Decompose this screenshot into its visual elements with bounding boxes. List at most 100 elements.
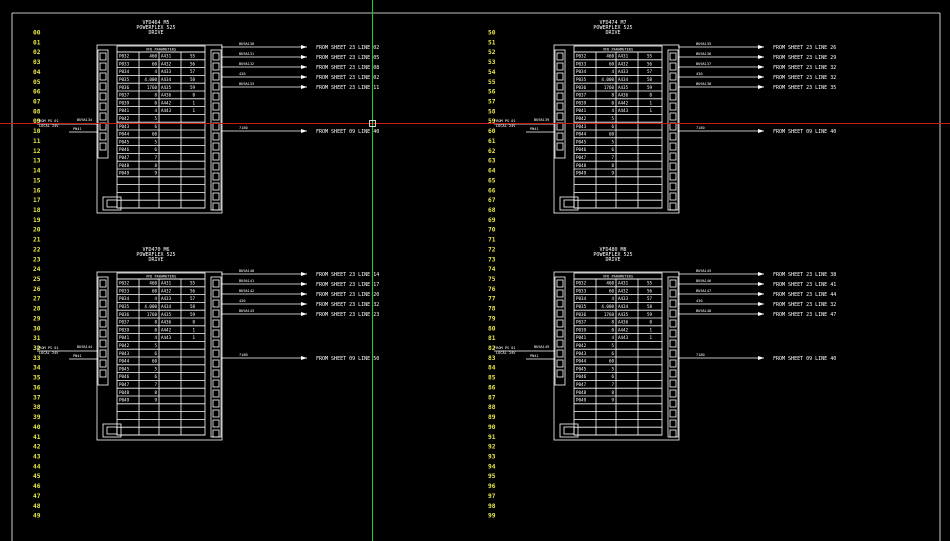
param-value: 6	[154, 351, 157, 356]
line-number: 34	[33, 365, 41, 372]
cross-reference: FROM SHEET 23 LINE 29	[773, 55, 836, 61]
param-code: P037	[119, 93, 130, 98]
param-value: 9	[154, 171, 157, 176]
param-code: P042	[119, 343, 130, 348]
terminal	[99, 289, 107, 298]
param-value: 5	[154, 343, 157, 348]
drive-title: POWERFLEX 525	[136, 25, 175, 31]
line-number: 29	[33, 315, 41, 322]
param-code-2: A436	[161, 320, 172, 325]
param-value-2: 57	[190, 296, 196, 301]
cross-reference: FROM SHEET 23 LINE 32	[316, 302, 379, 308]
terminal	[212, 369, 220, 378]
wire-tag: BU9A144	[77, 345, 92, 349]
wire-arrow	[758, 65, 764, 69]
line-number: 10	[33, 128, 41, 135]
wire-tag: BU9A131	[239, 52, 254, 56]
terminal	[669, 319, 677, 328]
terminal	[99, 62, 107, 71]
cross-reference: FROM SHEET 23 LINE 26	[773, 45, 836, 51]
wire-arrow	[758, 292, 764, 296]
wire-arrow	[758, 129, 764, 133]
param-code-2: A431	[618, 54, 629, 59]
cross-reference: FROM SHEET 23 LINE 08	[316, 65, 379, 71]
line-number: 21	[33, 237, 41, 244]
param-value: 60	[609, 288, 615, 293]
drive-title: VFD474 M7	[599, 20, 626, 26]
left-terminal-strip	[554, 49, 566, 159]
param-code-2: A443	[161, 108, 172, 113]
param-value-2: 57	[647, 296, 653, 301]
wire-arrow	[758, 302, 764, 306]
terminal	[212, 299, 220, 308]
line-number: 15	[33, 177, 41, 184]
param-code: P033	[119, 61, 130, 66]
terminal	[212, 409, 220, 418]
terminal	[212, 122, 220, 131]
terminal	[99, 279, 107, 288]
param-value: 4.000	[144, 304, 157, 309]
param-value: 60	[609, 61, 615, 66]
terminal	[669, 142, 677, 151]
param-value-2: 57	[647, 69, 653, 74]
param-code: P032	[119, 281, 130, 286]
line-number: 66	[488, 187, 496, 194]
cross-reference: FROM SHEET 23 LINE 47	[773, 312, 836, 318]
param-code-2: A436	[618, 93, 629, 98]
param-code-2: A434	[618, 304, 629, 309]
terminal	[556, 112, 564, 121]
wire-arrow	[301, 282, 307, 286]
param-code: P048	[119, 390, 130, 395]
terminal	[669, 369, 677, 378]
param-value: 6	[611, 147, 614, 152]
cross-reference: FROM SHEET 23 LINE 32	[773, 65, 836, 71]
param-code: P046	[576, 147, 587, 152]
line-number: 07	[33, 99, 41, 106]
param-code: P034	[119, 69, 130, 74]
terminal	[212, 389, 220, 398]
terminal	[212, 349, 220, 358]
param-code: P042	[576, 343, 587, 348]
param-value: 5	[154, 366, 157, 371]
wire-tag: 430	[239, 299, 246, 303]
terminal	[669, 379, 677, 388]
motor-symbol	[559, 196, 579, 211]
terminal	[669, 409, 677, 418]
terminal	[212, 132, 220, 141]
param-code: P033	[119, 288, 130, 293]
param-value: 60	[609, 359, 615, 364]
param-value: 7	[611, 382, 614, 387]
param-code-2: A434	[161, 77, 172, 82]
param-code-2: A436	[161, 93, 172, 98]
wire-tag: 7180	[239, 126, 248, 130]
wire-arrow	[758, 312, 764, 316]
line-number: 53	[488, 59, 496, 66]
line-number: 82	[488, 345, 496, 352]
terminal	[212, 399, 220, 408]
param-code-2: A443	[618, 108, 629, 113]
param-value-2: 59	[190, 312, 196, 317]
terminal	[669, 172, 677, 181]
terminal	[212, 319, 220, 328]
drive-title: DRIVE	[605, 30, 620, 36]
cross-reference: FROM SHEET 23 LINE 44	[773, 292, 836, 298]
terminal	[99, 112, 107, 121]
cross-reference: FROM SHEET 23 LINE 20	[316, 292, 379, 298]
param-value: 4	[611, 335, 614, 340]
param-code: P046	[119, 374, 130, 379]
wire-tag: BU9A138	[696, 82, 711, 86]
param-code: P046	[119, 147, 130, 152]
param-code: P043	[576, 124, 587, 129]
line-number: 67	[488, 197, 496, 204]
param-code: P042	[576, 116, 587, 121]
param-code: P045	[576, 139, 587, 144]
line-number: 73	[488, 256, 496, 263]
line-number: 75	[488, 276, 496, 283]
line-number: 16	[33, 187, 41, 194]
wire-arrow	[758, 85, 764, 89]
param-code: P045	[119, 366, 130, 371]
line-number: 45	[33, 473, 41, 480]
